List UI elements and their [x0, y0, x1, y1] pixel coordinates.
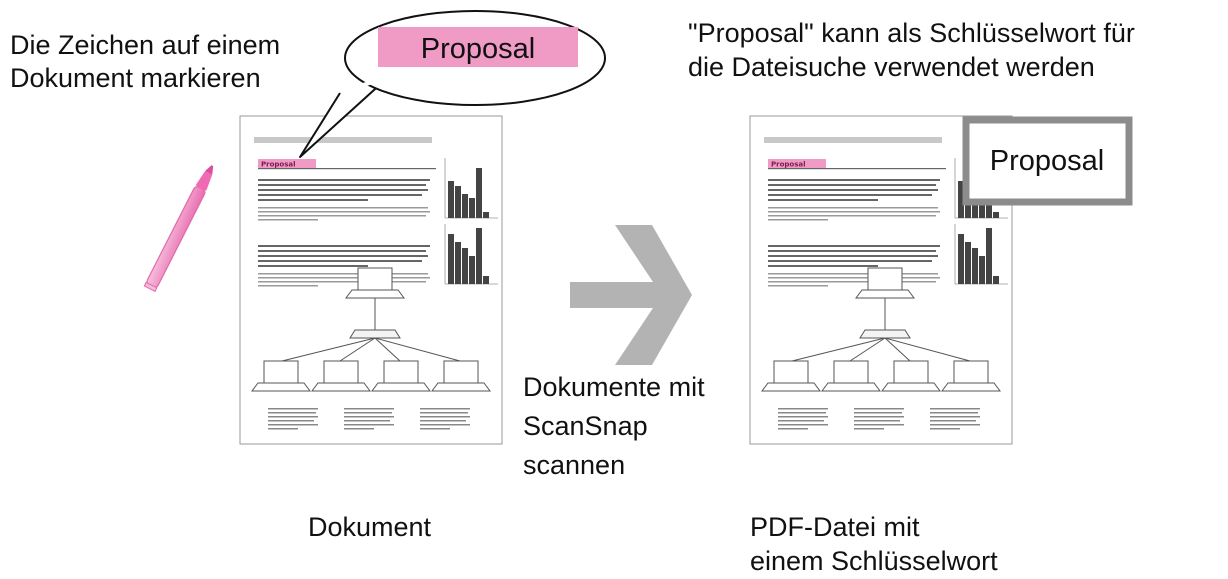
source-document-page: Proposal: [239, 115, 503, 445]
pdf-caption-line-1: PDF-Datei mit: [750, 512, 920, 542]
keyword-box: Proposal: [962, 116, 1133, 206]
description-line-1: "Proposal" kann als Schlüsselwort für: [688, 18, 1135, 48]
description-line-2: die Dateisuche verwendet werden: [688, 52, 1095, 82]
instruction-line-1: Die Zeichen auf einem: [10, 30, 281, 60]
speech-bubble: Proposal: [299, 10, 606, 158]
scan-caption-line-1: Dokumente mit: [523, 372, 705, 402]
document-caption: Dokument: [308, 512, 432, 542]
pdf-document-page: Proposal: [749, 115, 1013, 445]
keyword-text: Proposal: [990, 145, 1104, 177]
instruction-line-2: Dokument markieren: [10, 63, 261, 93]
pdf-caption-line-2: einem Schlüsselwort: [750, 546, 998, 576]
highlighter-pen-icon: [143, 165, 214, 293]
scan-arrow-icon: [570, 225, 692, 365]
scan-caption-line-3: scannen: [523, 450, 626, 480]
highlighted-word-box: [378, 27, 578, 67]
highlighted-word: Proposal: [421, 33, 535, 65]
scan-caption-line-2: ScanSnap: [523, 411, 648, 441]
document-heading-text: Proposal: [261, 161, 296, 169]
pdf-heading-text: Proposal: [771, 161, 806, 169]
